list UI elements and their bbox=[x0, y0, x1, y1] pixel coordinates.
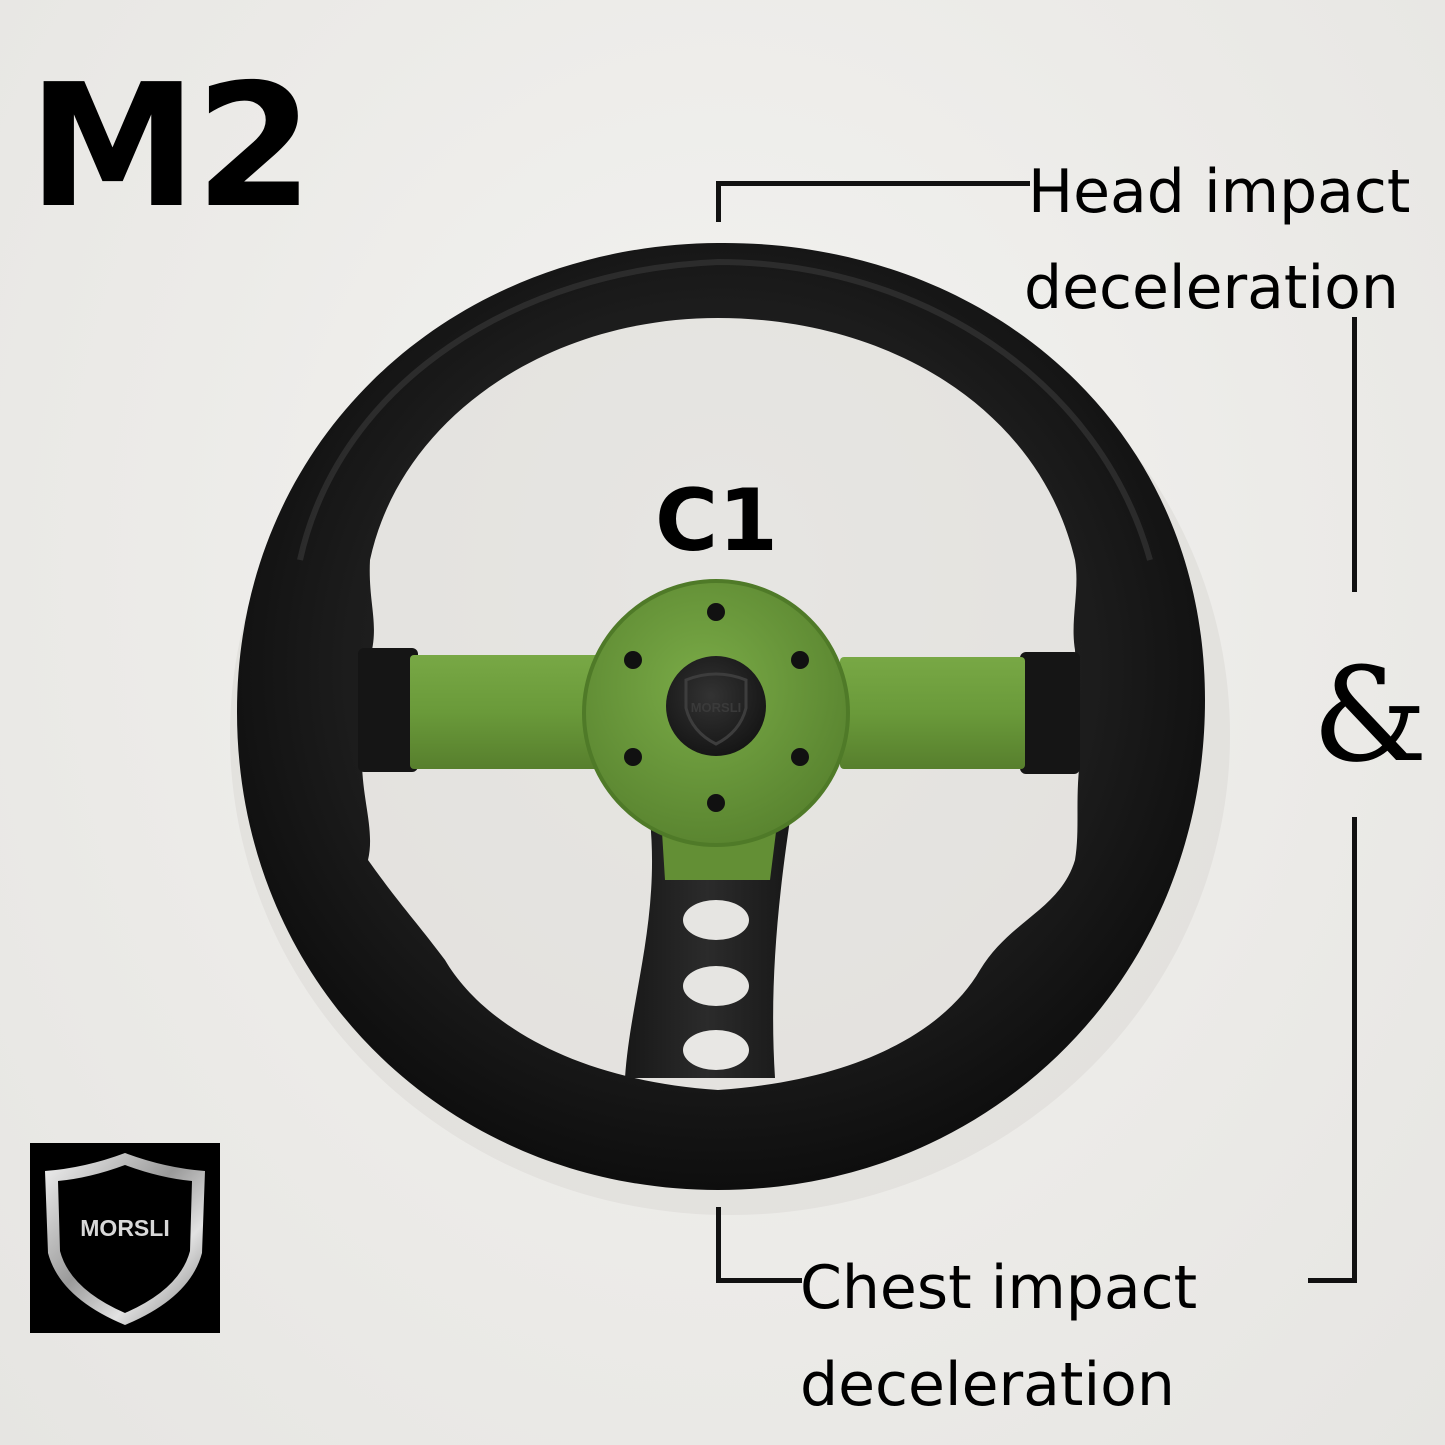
right-green-spoke bbox=[840, 657, 1025, 769]
hub-bolt bbox=[791, 651, 809, 669]
left-spoke-mount bbox=[358, 648, 418, 772]
chest-bracket-vertical bbox=[716, 1207, 721, 1282]
lower-spoke-hole bbox=[683, 966, 749, 1006]
hub-bolt bbox=[624, 651, 642, 669]
head-annotation-line2: deceleration bbox=[1024, 253, 1399, 323]
head-bracket-vertical bbox=[716, 181, 721, 222]
right-bracket-upper bbox=[1352, 317, 1357, 592]
green-hub-edge bbox=[582, 579, 850, 847]
lower-spoke-hole bbox=[683, 900, 749, 940]
annotation-lines bbox=[716, 181, 1357, 1283]
hub-bolt bbox=[791, 748, 809, 766]
right-bracket-foot bbox=[1308, 1278, 1357, 1283]
head-annotation-line1: Head impact bbox=[1028, 157, 1411, 227]
hub-label: C1 bbox=[655, 471, 778, 571]
lower-spoke bbox=[625, 820, 790, 1078]
brand-logo: MORSLI bbox=[30, 1143, 220, 1333]
hub-bolt bbox=[707, 603, 725, 621]
chest-bracket-horizontal bbox=[716, 1278, 802, 1283]
chest-annotation-line2: deceleration bbox=[800, 1350, 1175, 1420]
lower-spoke-hole bbox=[683, 1030, 749, 1070]
model-label: M2 bbox=[28, 48, 313, 246]
hub-bolt bbox=[707, 794, 725, 812]
horn-brand-text: MORSLI bbox=[691, 700, 742, 715]
right-bracket-lower bbox=[1352, 817, 1357, 1282]
shield-icon: MORSLI bbox=[45, 1153, 205, 1325]
ampersand: & bbox=[1312, 639, 1428, 791]
right-spoke-mount bbox=[1020, 652, 1080, 774]
chest-annotation-line1: Chest impact bbox=[800, 1253, 1198, 1323]
hub-bolt bbox=[624, 748, 642, 766]
rim-highlight bbox=[297, 258, 1153, 561]
horn-button bbox=[666, 656, 766, 756]
horn-shield-icon bbox=[684, 672, 748, 746]
logo-text: MORSLI bbox=[80, 1215, 169, 1241]
head-bracket-horizontal bbox=[718, 181, 1030, 186]
left-green-spoke bbox=[410, 655, 600, 769]
